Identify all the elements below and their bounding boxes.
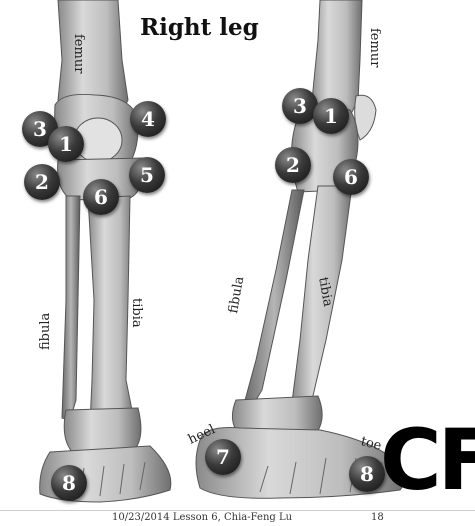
label-femur-left: femur [71,34,86,73]
right-leg-side-view [196,0,404,498]
marker-6-right: 6 [333,159,369,195]
page-number: 18 [371,512,384,523]
footer-divider [0,510,475,511]
left-leg-front-view [40,0,171,502]
marker-2-right: 2 [275,147,311,183]
marker-2-left: 2 [24,164,60,200]
marker-7-right: 7 [205,439,241,475]
marker-8-left: 8 [51,465,87,501]
cf-logo: CF [380,418,475,502]
slide-footer: 10/23/2014 Lesson 6, Chia-Feng Lu 18 [0,510,475,526]
label-femur-right: femur [367,28,382,67]
slide-title: Right leg [140,14,259,41]
marker-1-right: 1 [313,98,349,134]
footer-info: 10/23/2014 Lesson 6, Chia-Feng Lu [112,512,292,523]
marker-4-left: 4 [130,101,166,137]
marker-1-left: 1 [48,126,84,162]
marker-5-left: 5 [129,157,165,193]
label-tibia-left: tibia [129,298,144,328]
marker-6-left: 6 [83,179,119,215]
label-fibula-left: fibula [38,313,53,350]
